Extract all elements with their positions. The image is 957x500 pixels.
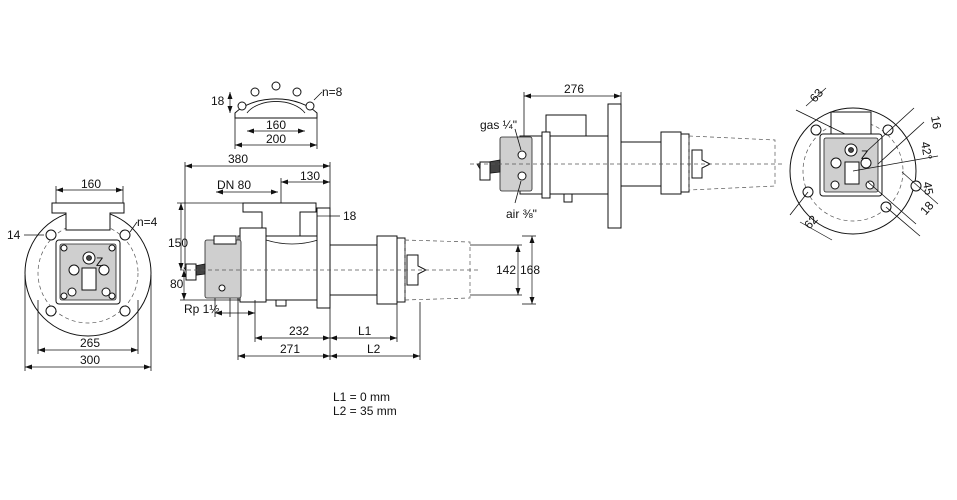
flange-nozzle [830, 157, 842, 169]
side-dim-232: 232 [289, 324, 309, 338]
side-body-ring [239, 227, 267, 303]
variant-ring [680, 133, 690, 193]
side-control-top [213, 235, 237, 245]
variant-air-label: air ⅜" [506, 207, 537, 221]
variant-air-nozzle [563, 193, 573, 203]
front-inlet-flange [51, 202, 125, 231]
front-bolt-hole [119, 229, 131, 241]
side-dim-flange-thickness: 18 [343, 209, 357, 223]
front-z-mark: Z [96, 255, 103, 269]
detail-bolt-hole [271, 81, 281, 91]
side-dim-offset: 130 [300, 169, 320, 183]
side-dim-l2: L2 [367, 342, 381, 356]
side-port [218, 284, 226, 292]
front-dim-bolt-circle: 265 [80, 336, 100, 350]
front-valve-core [86, 255, 92, 261]
front-dim-hole: 14 [7, 228, 21, 242]
side-dim-height-top: 150 [168, 236, 188, 250]
front-view: Z 160 n=4 14 265 300 [7, 177, 158, 371]
front-nozzle [98, 264, 110, 276]
front-bolt-hole [45, 305, 57, 317]
gas-flange-detail: 18 n=8 160 200 [211, 81, 343, 149]
flange-port [830, 180, 840, 190]
front-screw [60, 244, 68, 252]
length-notes: L1 = 0 mm L2 = 35 mm [333, 390, 397, 418]
flange-dim-18: 18 [917, 198, 937, 218]
variant-collar [660, 131, 682, 195]
front-nozzle [68, 264, 80, 276]
flange-bolt-circle [802, 120, 904, 222]
flange-bolt-hole [882, 124, 894, 136]
variant-body-ring [541, 131, 551, 199]
front-dim-width-top: 160 [81, 177, 101, 191]
variant-air-port [517, 171, 527, 181]
front-bolt-hole [45, 229, 57, 241]
flange-dim-42: 42° [918, 141, 935, 161]
flange-z-mark: Z [861, 148, 868, 162]
side-dim-overall: 380 [228, 152, 248, 166]
front-port [101, 287, 111, 297]
front-screw [60, 292, 68, 300]
variant-plug-housing [479, 161, 491, 181]
detail-bolt-hole [292, 87, 302, 97]
front-bolt-count: n=4 [137, 215, 158, 229]
front-bolt-circle [37, 222, 139, 324]
front-dim-outer: 300 [80, 353, 100, 367]
side-plug-housing [185, 263, 197, 281]
detail-bolt-hole [250, 87, 260, 97]
variant-top-inlet [545, 114, 587, 138]
flange-dim-45: 45 [920, 181, 936, 197]
side-dim-271: 271 [280, 342, 300, 356]
flange-bolt-hole [810, 124, 822, 136]
flange-nozzle [860, 157, 872, 169]
detail-dim-outer: 200 [266, 132, 286, 146]
front-screw [108, 292, 116, 300]
flange-bolt-hole [910, 180, 922, 192]
side-nozzle-head [406, 254, 428, 286]
side-dim-tube-outer: 168 [520, 263, 540, 277]
variant-dim-length: 276 [564, 82, 584, 96]
detail-bolt-hole [237, 101, 247, 111]
side-nominal-size: DN 80 [217, 178, 251, 192]
flange-valve-core [848, 147, 854, 153]
side-thread: Rp 1½ [184, 302, 219, 316]
front-port [67, 287, 77, 297]
flange-view: Z 63 16 42° 45 18 62 [789, 86, 944, 241]
detail-bolt-hole [305, 101, 315, 111]
front-screw [108, 244, 116, 252]
side-view: 380 DN 80 130 18 150 80 Rp 1½ 232 L1 271… [168, 152, 540, 360]
detail-dim-inner: 160 [266, 118, 286, 132]
variant-mount-flange [607, 103, 622, 229]
front-connector [81, 267, 97, 291]
side-mount-flange [316, 207, 331, 309]
side-air-nozzle [275, 299, 287, 307]
variant-gas-port [517, 150, 527, 160]
variant-gas-label: gas ¼" [480, 118, 517, 132]
side-flame-tube [404, 239, 471, 301]
flange-connector [844, 161, 860, 185]
note-l1: L1 = 0 mm [333, 390, 391, 404]
flange-inlet [830, 111, 872, 135]
flange-dim-16: 16 [928, 115, 944, 131]
variant-body [519, 135, 609, 195]
side-dim-tube-inner: 142 [496, 263, 516, 277]
detail-dim-height: 18 [211, 94, 225, 108]
variant-flame-tube [688, 135, 776, 191]
side-dim-height-bottom: 80 [170, 277, 184, 291]
front-bolt-hole [119, 305, 131, 317]
note-l2: L2 = 35 mm [333, 404, 397, 418]
detail-bolt-count: n=8 [322, 85, 343, 99]
variant-view: 276 gas ¼" air ⅜" [470, 82, 785, 229]
flange-port [865, 180, 875, 190]
side-dim-l1: L1 [358, 324, 372, 338]
